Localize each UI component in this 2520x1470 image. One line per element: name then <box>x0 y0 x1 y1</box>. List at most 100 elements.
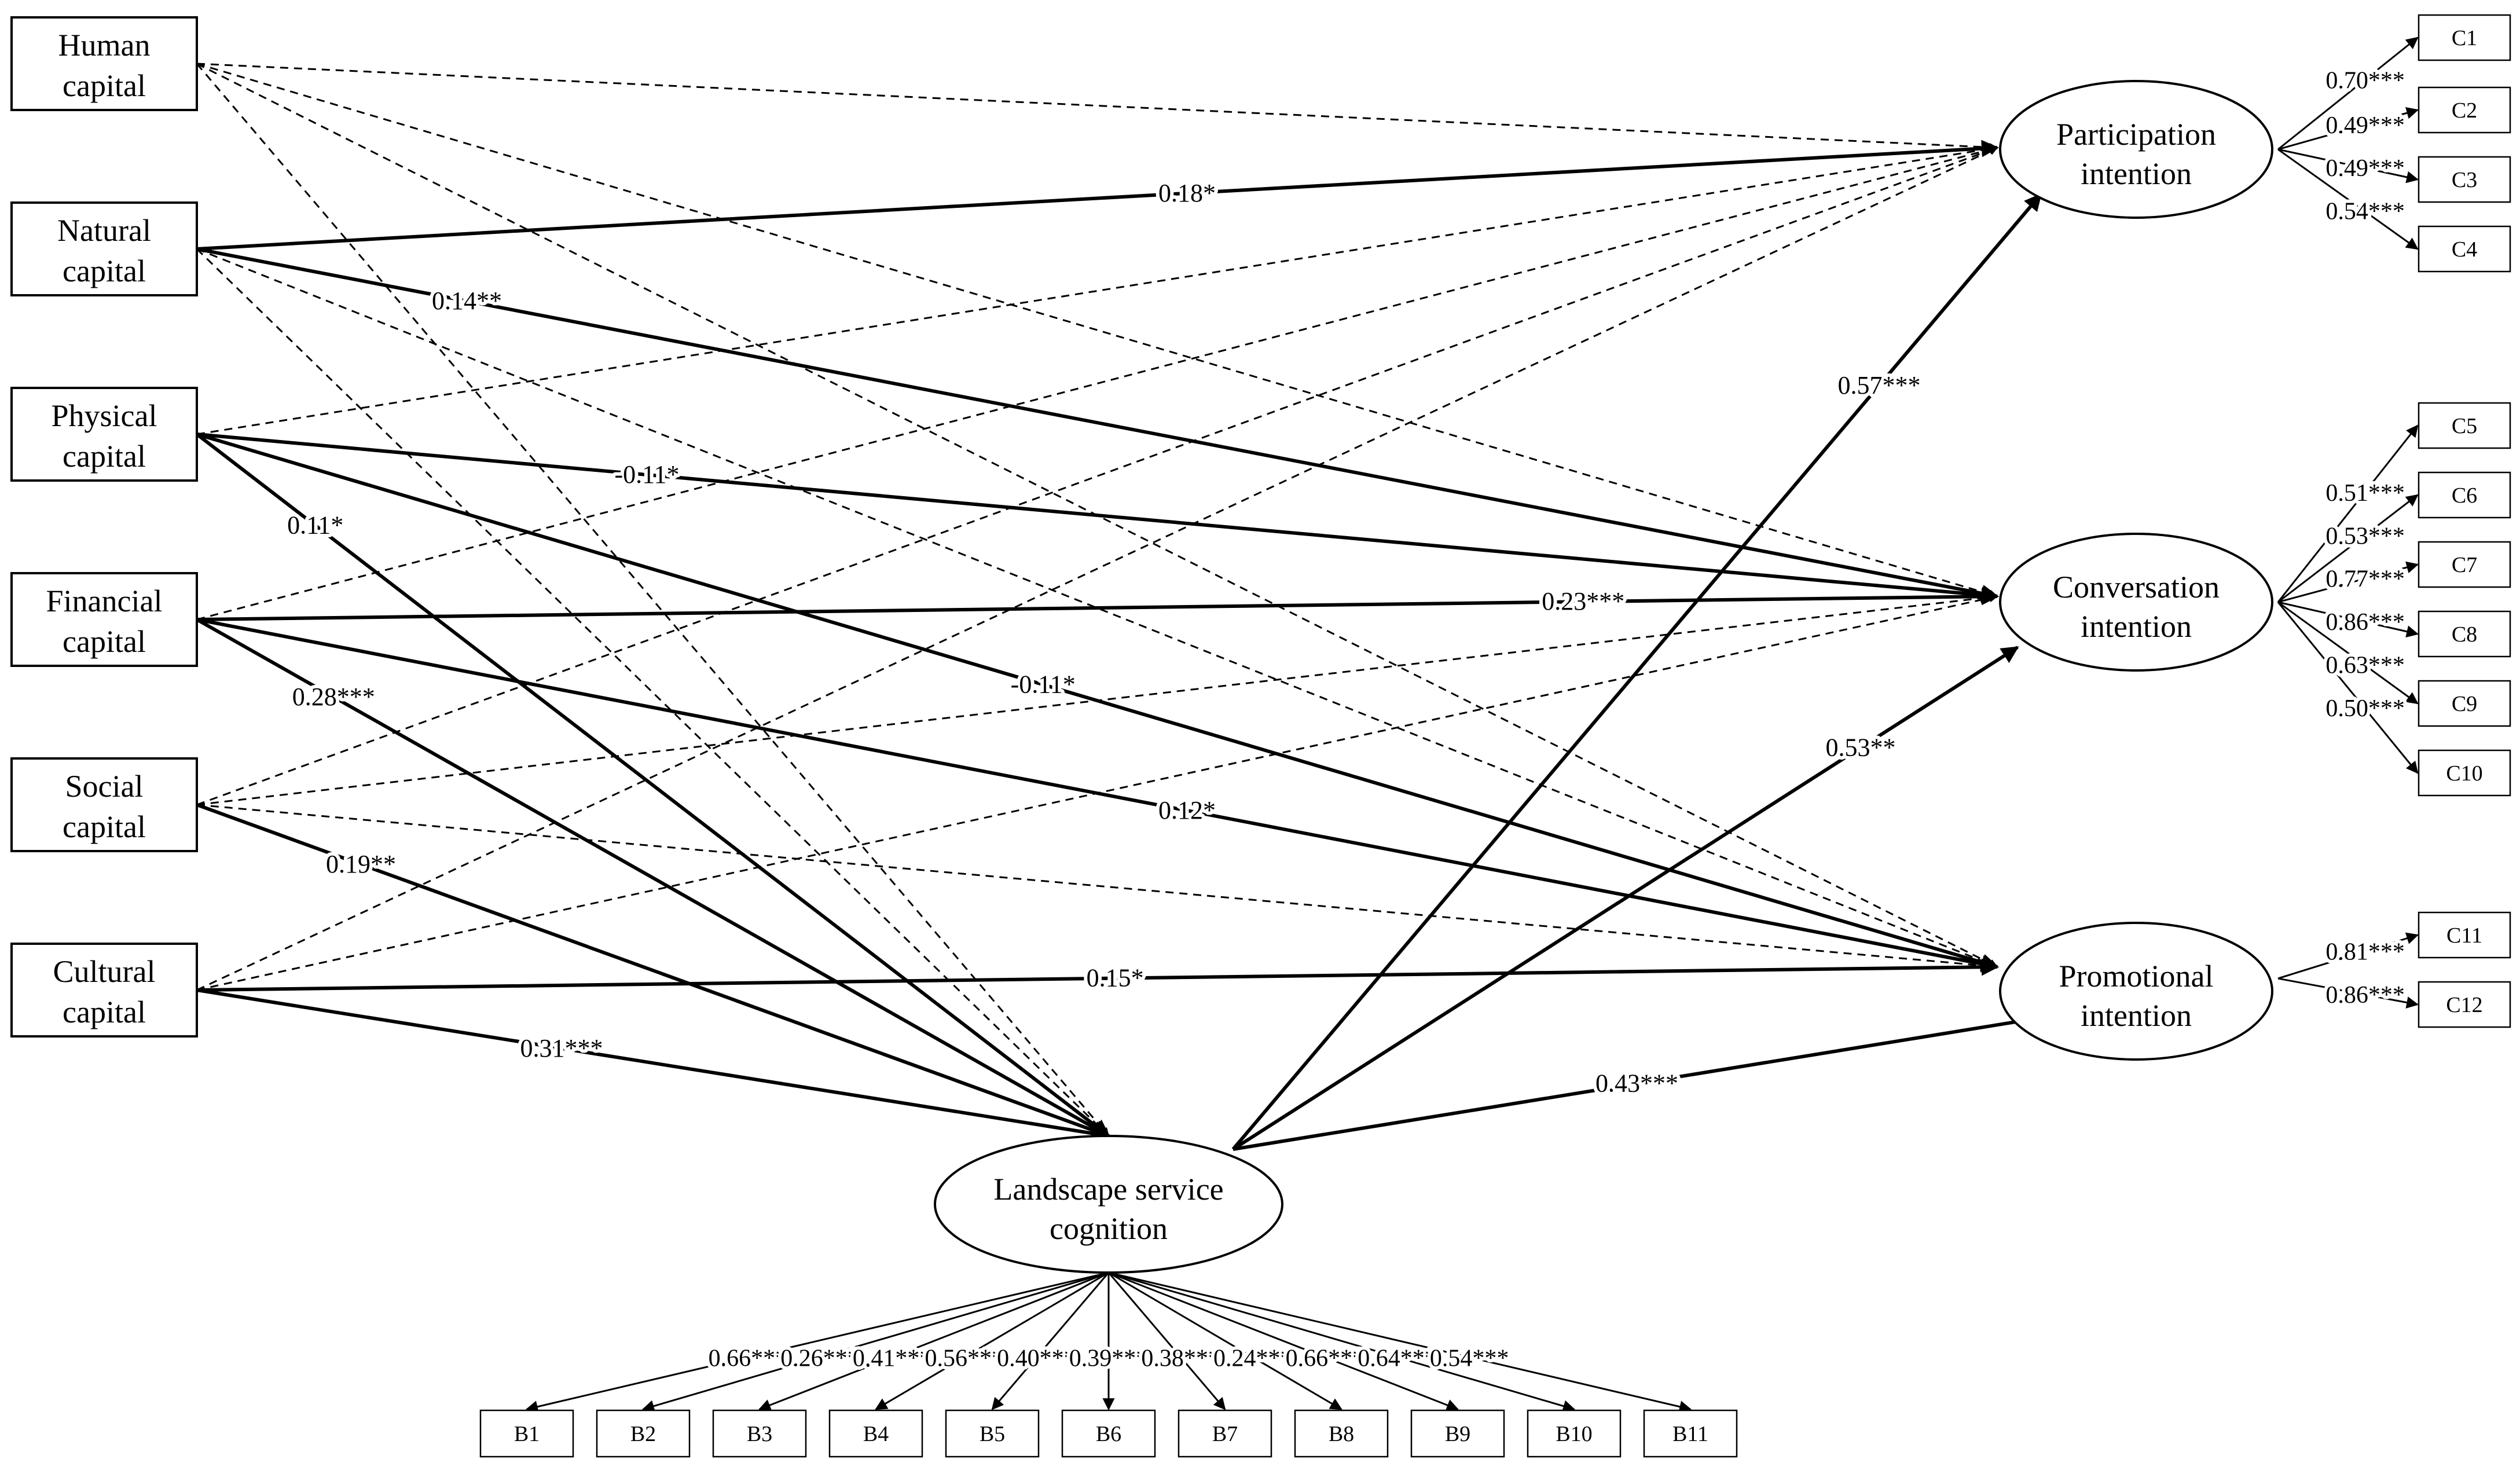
indicator-b11: B11 <box>1643 1409 1738 1458</box>
cultural-capital-node: Cultural capital <box>10 943 198 1038</box>
coefficient-financial-to-lsc: 0.28*** <box>292 683 375 711</box>
loading-c4: 0.54*** <box>2325 199 2405 225</box>
social-capital-box <box>10 757 198 852</box>
indicator-c9: C9 <box>2418 680 2511 727</box>
path-cultural-to-promotional <box>196 958 1999 992</box>
loading-line-c8 <box>2277 601 2419 638</box>
indicator-box-b5 <box>945 1409 1040 1458</box>
path-financial-to-promotional <box>196 618 1999 973</box>
conversation-label-line1: Conversation <box>2053 570 2220 604</box>
path-human-to-lsc-ns <box>196 63 1110 1137</box>
physical-capital-label-line1: Physical <box>52 398 157 433</box>
indicator-box-b11 <box>1643 1409 1738 1458</box>
natural-capital-label-line2: capital <box>63 254 146 288</box>
indicator-b9: B9 <box>1410 1409 1505 1458</box>
indicator-box-b8 <box>1294 1409 1389 1458</box>
loading-c8: 0.86*** <box>2325 609 2405 636</box>
indicator-label-b3: B3 <box>747 1422 772 1446</box>
coefficient-cultural-to-promotional: 0.15* <box>1087 964 1144 992</box>
indicator-box-c5 <box>2418 402 2511 449</box>
path-physical-to-conversation <box>196 432 1999 604</box>
loading-c5: 0.51*** <box>2325 480 2405 507</box>
coefficient-natural-to-conversation: 0.14** <box>432 287 502 315</box>
path-lsc-to-conversation <box>1232 646 2019 1151</box>
loading-c6: 0.53*** <box>2325 523 2405 549</box>
participation-latent-node: Participation intention <box>1999 80 2273 219</box>
loading-line-c1 <box>2277 36 2419 151</box>
indicator-box-c6 <box>2418 471 2511 519</box>
path-physical-to-promotional <box>196 432 1999 971</box>
cultural-capital-label-line2: capital <box>63 995 146 1029</box>
loading-line-b1 <box>525 1271 1109 1413</box>
lsc-label-line2: cognition <box>1050 1211 1168 1246</box>
coefficient-lsc-to-conversation: 0.53** <box>1826 733 1896 761</box>
physical-capital-label-line2: capital <box>63 439 146 474</box>
promotional-ellipse <box>1999 922 2273 1061</box>
indicator-label-c9: C9 <box>2452 692 2477 716</box>
loading-line-c4 <box>2277 148 2419 250</box>
loading-line-b3 <box>758 1271 1109 1411</box>
financial-capital-label-line1: Financial <box>46 584 163 618</box>
participation-label-line2: intention <box>2081 156 2192 191</box>
indicator-label-c12: C12 <box>2446 993 2482 1017</box>
indicator-label-c1: C1 <box>2452 26 2477 50</box>
path-social-to-promotional-ns <box>196 804 1998 971</box>
loading-b2: 0.26*** <box>780 1346 860 1372</box>
indicator-box-b3 <box>712 1409 807 1458</box>
indicator-box-c10 <box>2418 749 2511 797</box>
natural-capital-box <box>10 201 198 296</box>
physical-capital-box <box>10 387 198 482</box>
path-physical-to-participation-ns <box>196 144 1998 435</box>
path-financial-to-conversation <box>196 588 1999 621</box>
indicator-c4: C4 <box>2418 225 2511 273</box>
promotional-label-line1: Promotional <box>2059 959 2214 994</box>
loading-line-b7 <box>1107 1272 1226 1410</box>
conversation-latent-node: Conversation intention <box>1999 533 2273 672</box>
indicator-c7: C7 <box>2418 541 2511 588</box>
indicator-b7: B7 <box>1178 1409 1272 1458</box>
path-natural-to-promotional-ns <box>196 248 1998 968</box>
indicator-c6: C6 <box>2418 471 2511 519</box>
indicator-label-b8: B8 <box>1329 1422 1354 1446</box>
physical-capital-node: Physical capital <box>10 387 198 482</box>
loading-line-c10 <box>2277 602 2419 774</box>
path-lsc-to-promotional <box>1233 1011 2042 1151</box>
natural-capital-label-line1: Natural <box>57 213 151 248</box>
path-human-to-participation-ns <box>196 63 1998 152</box>
indicator-c2: C2 <box>2418 86 2511 134</box>
indicator-box-c7 <box>2418 541 2511 588</box>
path-human-to-conversation-ns <box>196 63 1998 599</box>
constructs: HumancapitalNaturalcapitalPhysicalcapita… <box>10 14 2511 1458</box>
indicator-label-b9: B9 <box>1445 1422 1470 1446</box>
indicator-b3: B3 <box>712 1409 807 1458</box>
indicator-label-b5: B5 <box>980 1422 1005 1446</box>
indicator-label-c3: C3 <box>2452 168 2477 192</box>
indicator-box-c9 <box>2418 680 2511 727</box>
loading-line-c2 <box>2277 107 2419 151</box>
indicator-b2: B2 <box>596 1409 691 1458</box>
indicator-b4: B4 <box>828 1409 923 1458</box>
indicator-box-b1 <box>479 1409 574 1458</box>
indicator-label-c6: C6 <box>2452 483 2477 508</box>
loading-b7: 0.38*** <box>1141 1346 1220 1372</box>
indicator-c5: C5 <box>2418 402 2511 449</box>
participation-label-line1: Participation <box>2056 117 2216 152</box>
coefficient-physical-to-lsc: 0.11* <box>287 511 343 540</box>
indicator-c10: C10 <box>2418 749 2511 797</box>
loading-b10: 0.64*** <box>1358 1346 1437 1372</box>
loading-b8: 0.24*** <box>1213 1346 1293 1372</box>
indicator-box-c1 <box>2418 14 2511 61</box>
loading-line-c5 <box>2277 424 2419 603</box>
indicator-label-b7: B7 <box>1212 1422 1238 1446</box>
path-coefficients: 0.18*0.14**-0.11*-0.11*0.11*0.23***0.12*… <box>284 64 2408 1375</box>
conversation-label-line2: intention <box>2081 609 2192 644</box>
indicator-label-c5: C5 <box>2452 414 2477 438</box>
indicator-box-c12 <box>2418 981 2511 1028</box>
path-cultural-to-participation-ns <box>196 146 1998 991</box>
cultural-capital-label-line1: Cultural <box>53 954 156 989</box>
indicator-label-b11: B11 <box>1672 1422 1708 1446</box>
